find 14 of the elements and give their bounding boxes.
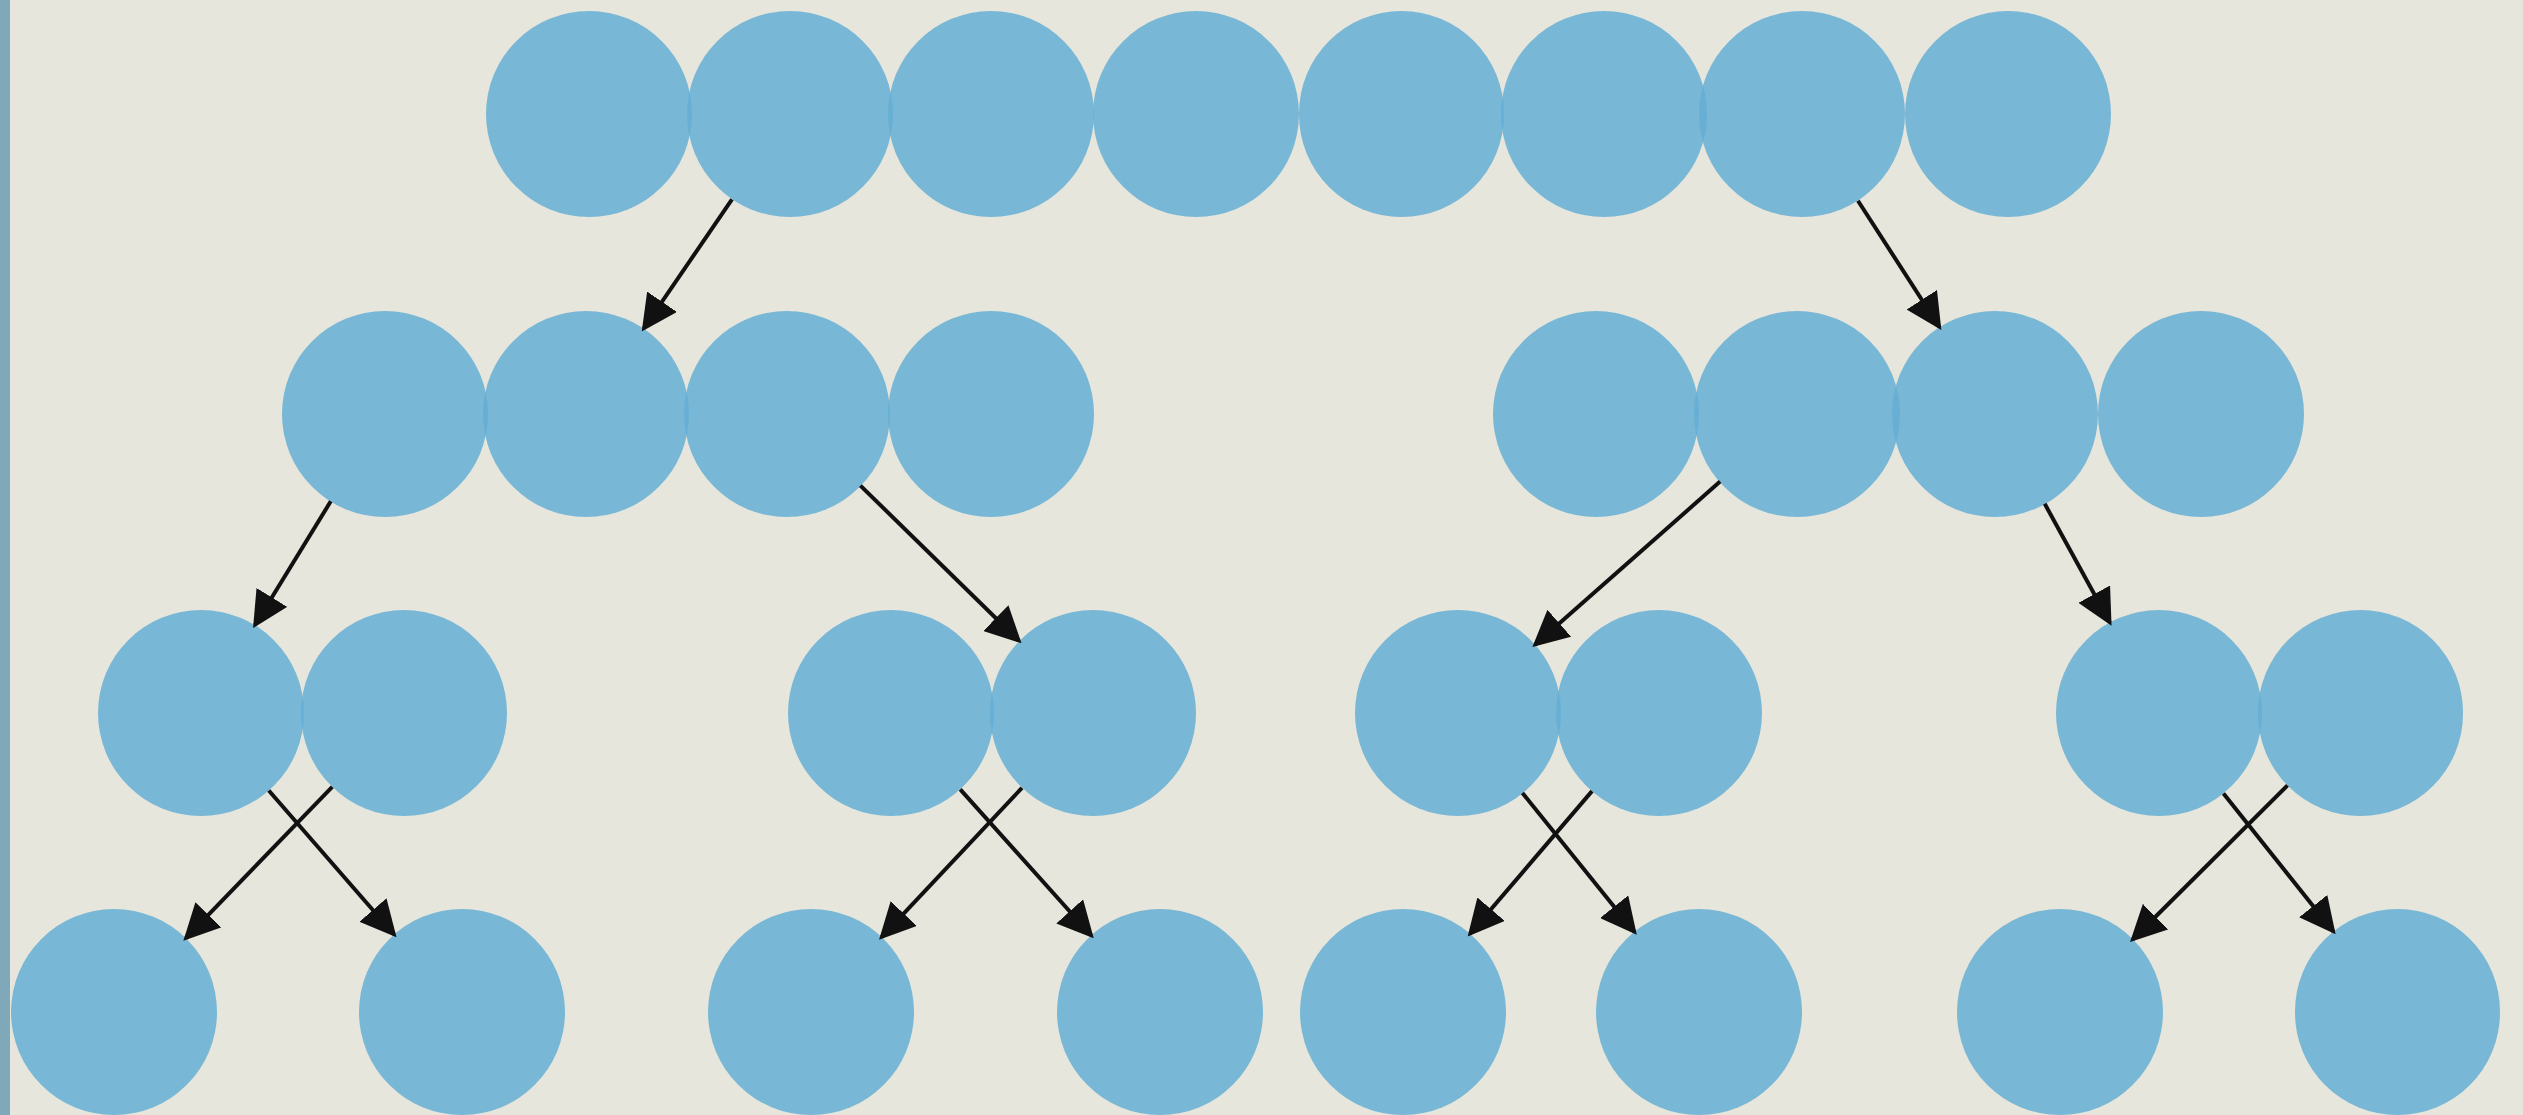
arrow (879, 786, 1024, 940)
arrow (183, 785, 334, 941)
arrow (267, 789, 397, 938)
arrow (1532, 480, 1722, 648)
arrow (2130, 784, 2289, 942)
arrow (2043, 502, 2112, 626)
arrow (253, 500, 333, 629)
arrow (1520, 791, 1637, 935)
arrow (2221, 792, 2336, 935)
arrow (958, 788, 1094, 939)
arrow (641, 198, 734, 332)
arrow (1856, 199, 1942, 330)
arrow (859, 484, 1022, 644)
arrow (1467, 789, 1594, 937)
